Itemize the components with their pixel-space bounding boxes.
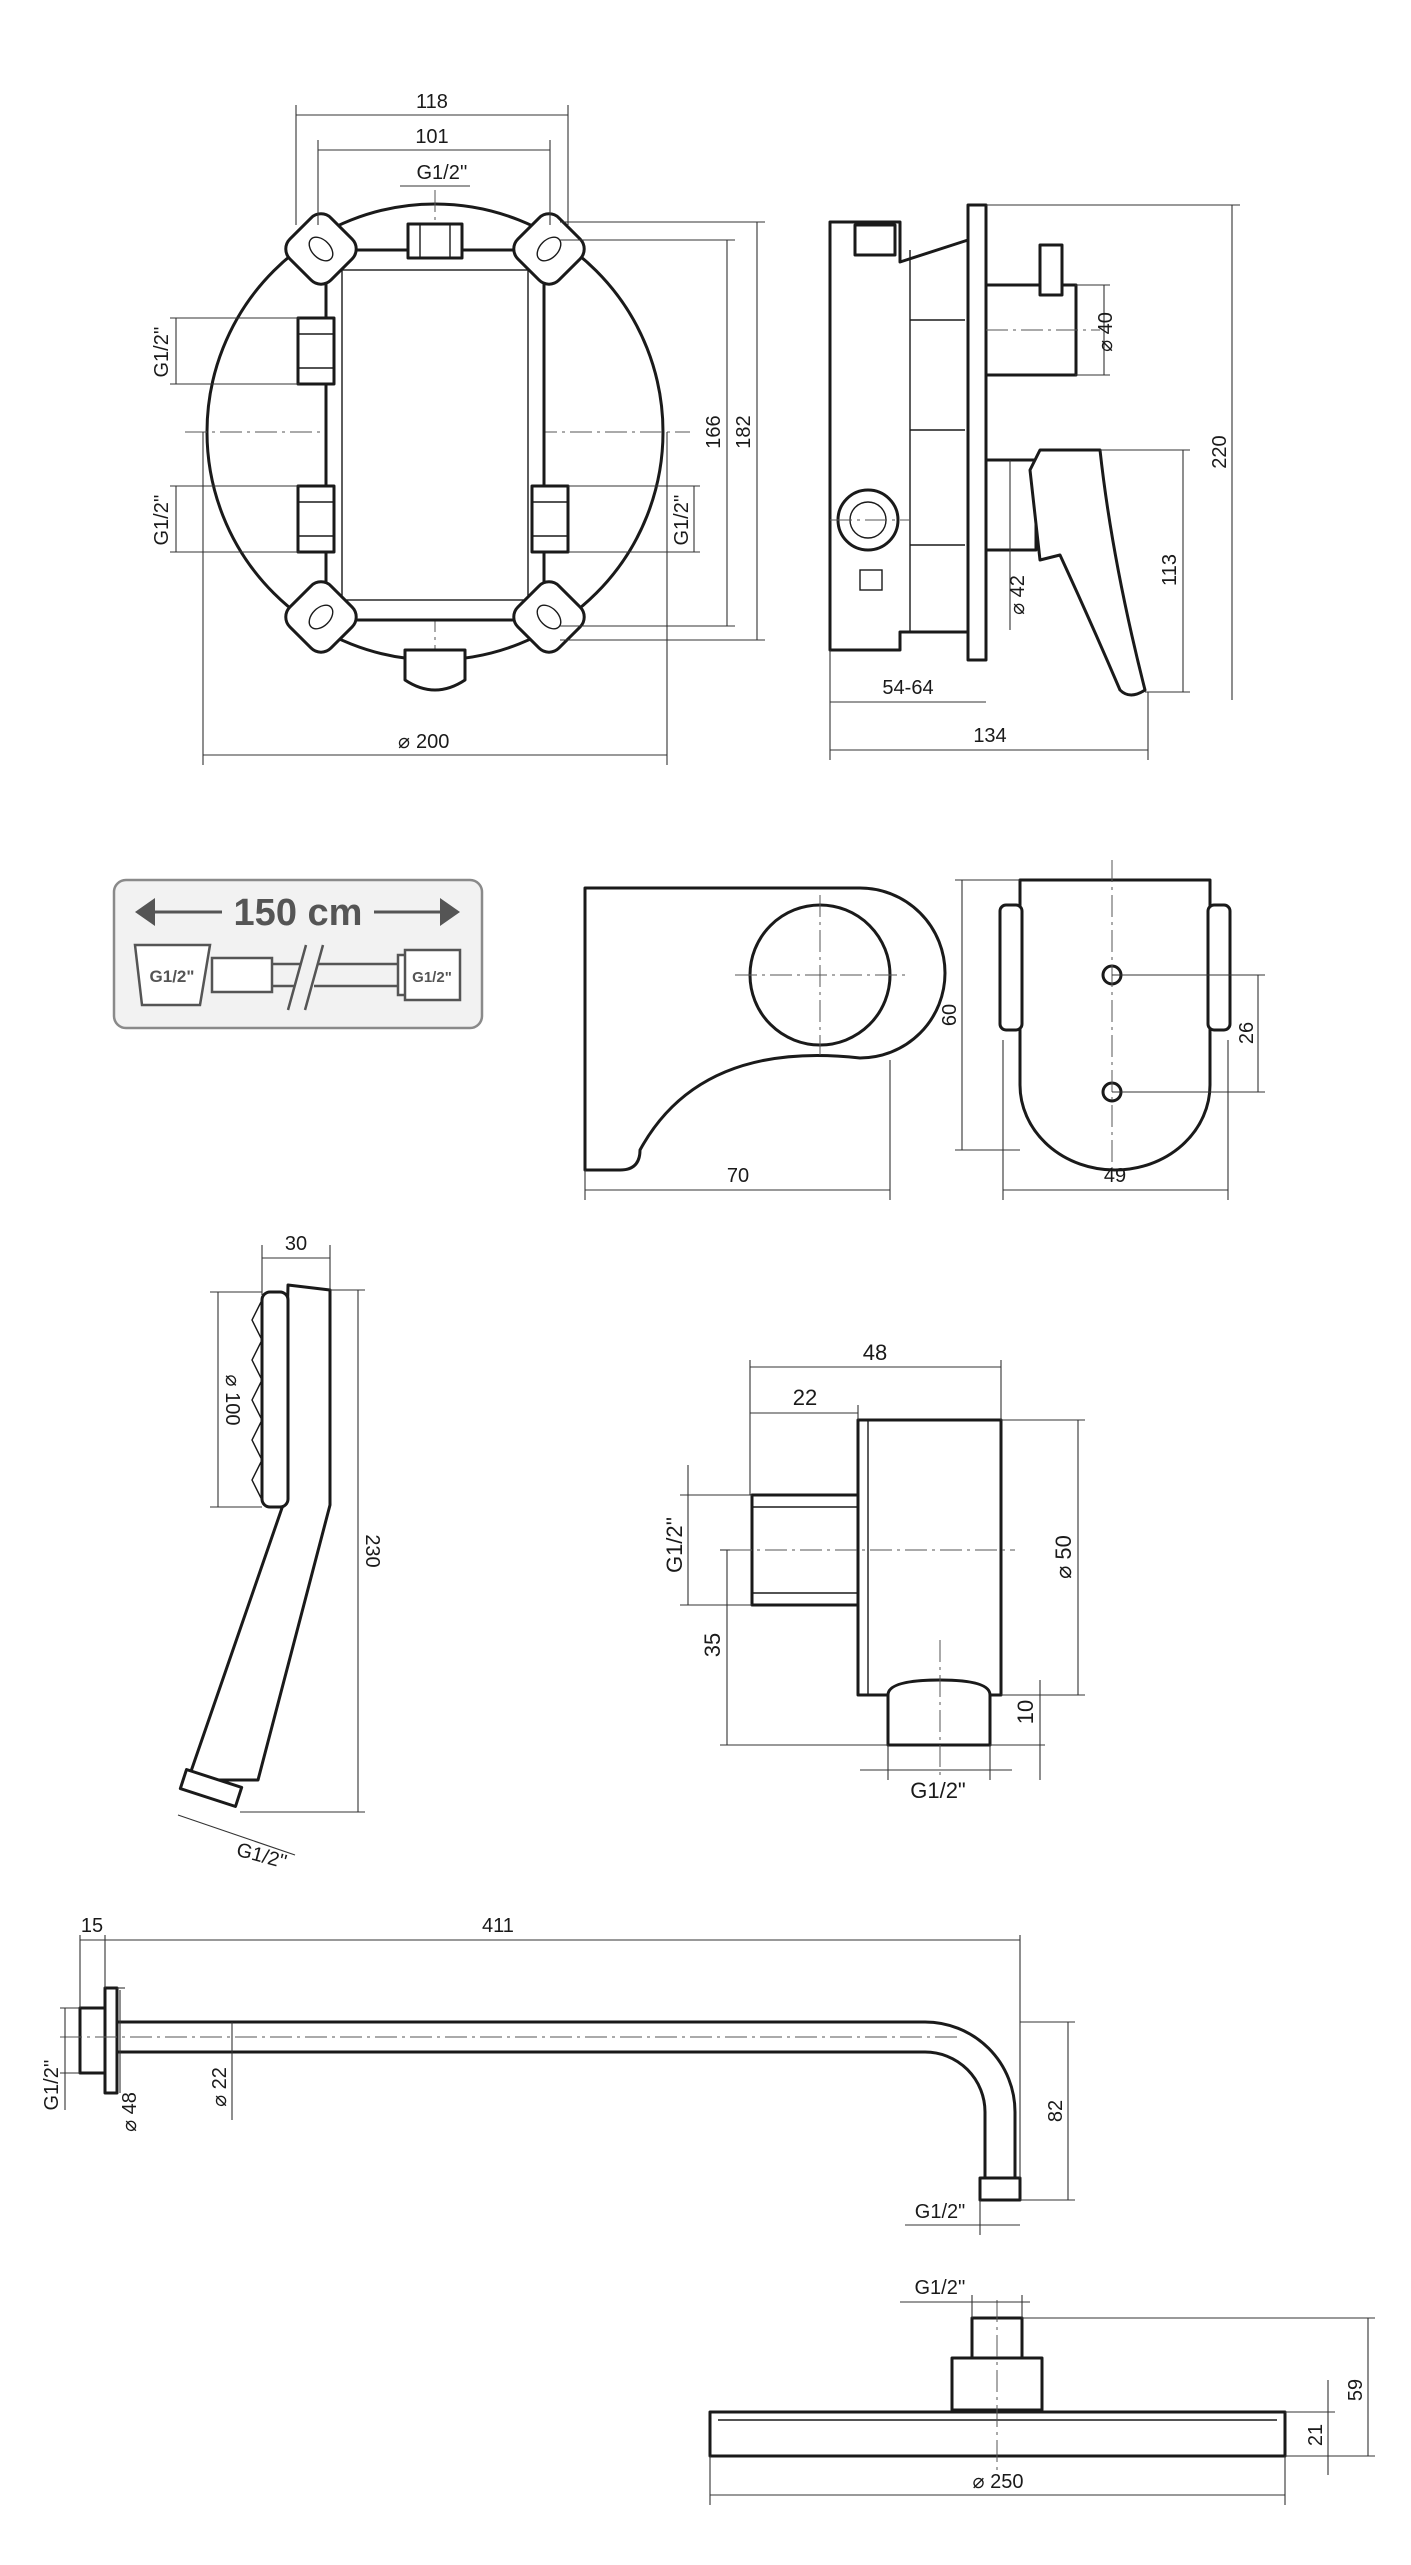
elbow-view: 48 22 G1/2'' ⌀ 50 35 10 G1/2" — [662, 1340, 1085, 1803]
dim-d42-value: 42 — [1007, 575, 1029, 597]
dim-166: 166 — [703, 415, 725, 448]
dim-230: 230 — [361, 1534, 383, 1567]
hand-shower-view: 30 ⌀ 100 230 G1/2'' — [177, 1233, 383, 1873]
dim-d40: ⌀ 40 — [1095, 312, 1117, 352]
dim-d48-value: 48 — [119, 2092, 141, 2114]
dim-d100: ⌀ 100 — [221, 1375, 243, 1426]
hose-length: 150 cm — [234, 892, 363, 934]
dim-134: 134 — [973, 725, 1006, 747]
left-port-lower — [296, 484, 336, 554]
mounting-lugs — [284, 212, 586, 654]
shower-head-view: G1/2'' 59 21 ⌀ 250 — [708, 2277, 1375, 2505]
dim-82: 82 — [1045, 2100, 1067, 2122]
dim-d250: ⌀ 250 — [973, 2471, 1024, 2493]
left-port-upper — [296, 316, 336, 386]
elbow-outlet — [886, 1678, 992, 1747]
hand-shower-face — [260, 1290, 290, 1509]
hose-panel-frame — [112, 878, 484, 1030]
dim-30: 30 — [285, 1233, 307, 1255]
dim-d100-value: 100 — [221, 1392, 243, 1425]
dim-21: 21 — [1305, 2424, 1327, 2446]
dim-15: 15 — [81, 1915, 103, 1937]
valve-body-frame — [324, 248, 546, 622]
dim-101: 101 — [415, 126, 448, 148]
dim-d250-value: 250 — [990, 2471, 1023, 2493]
mixer-lever — [1028, 448, 1147, 697]
dim-head-port: G1/2'' — [915, 2277, 966, 2299]
dim-diameter-symbol: ⌀ — [398, 731, 410, 753]
dim-top-port: G1/2'' — [417, 162, 468, 184]
dim-d48: ⌀ 48 — [119, 2092, 141, 2132]
arm-thread — [78, 2006, 107, 2075]
dim-411: 411 — [482, 1915, 514, 1937]
dim-hand-port: G1/2'' — [234, 1839, 289, 1873]
dim-d50: ⌀ 50 — [1051, 1535, 1076, 1579]
hand-shower-body — [186, 1283, 332, 1782]
dim-35: 35 — [700, 1633, 725, 1657]
dim-220: 220 — [1209, 435, 1231, 468]
top-port — [406, 222, 464, 260]
hose-end-left — [133, 943, 212, 1007]
dim-22: 22 — [793, 1385, 817, 1410]
holder-front-view: 60 26 49 — [939, 860, 1265, 1200]
valve-box — [828, 220, 970, 652]
dim-59: 59 — [1345, 2379, 1367, 2401]
arm-outlet-thread — [978, 2176, 1022, 2202]
dim-113: 113 — [1159, 554, 1181, 586]
dim-d22-value: 22 — [209, 2067, 231, 2089]
dim-d42: ⌀ 42 — [1007, 575, 1029, 615]
hose-panel: 150 cm G1/2" G1/2" — [112, 878, 484, 1030]
dim-26: 26 — [1236, 1022, 1258, 1044]
hose-end-right — [403, 948, 462, 1002]
right-port — [530, 484, 570, 554]
dim-118: 118 — [416, 91, 448, 113]
dim-left-port-lower: G1/2'' — [151, 495, 173, 546]
dim-right-port: G1/2'' — [671, 495, 693, 546]
dim-elbow-port-top: G1/2'' — [662, 1517, 687, 1573]
dim-200: 200 — [416, 731, 449, 753]
cover-plate — [966, 203, 988, 662]
dim-d50-value: 50 — [1051, 1535, 1076, 1559]
dim-10: 10 — [1013, 1700, 1038, 1724]
dim-elbow-port-bottom: G1/2" — [910, 1778, 966, 1803]
dim-182: 182 — [733, 415, 755, 448]
dim-49: 49 — [1104, 1165, 1126, 1187]
holder-body-front — [1018, 878, 1212, 1172]
dim-48: 48 — [863, 1340, 887, 1365]
bottom-outlet — [403, 648, 467, 692]
dim-60: 60 — [939, 1004, 961, 1026]
dim-70: 70 — [727, 1165, 749, 1187]
dim-arm-port-left: G1/2'' — [41, 2060, 63, 2111]
hand-shower-thread — [178, 1768, 244, 1808]
dim-d40-value: 40 — [1095, 312, 1117, 334]
dim-arm-port-right: G1/2" — [915, 2201, 965, 2223]
valve-side-view: ⌀ 40 ⌀ 42 113 220 54-64 134 — [828, 203, 1240, 760]
elbow-body — [856, 1418, 1003, 1697]
hose-end-right-label: G1/2" — [412, 969, 452, 986]
shower-arm-view: 15 411 G1/2'' ⌀ 48 ⌀ 22 82 G1/2" — [41, 1915, 1075, 2235]
holder-side-view: 70 — [583, 886, 947, 1200]
hose-end-left-label: G1/2" — [150, 967, 195, 986]
dim-d22: ⌀ 22 — [209, 2067, 231, 2107]
arm-tube — [115, 2020, 1017, 2180]
dim-54-64: 54-64 — [882, 677, 933, 699]
dim-left-port-upper: G1/2'' — [151, 327, 173, 378]
valve-front-view: 118 101 G1/2'' G1/2'' G1/2'' G1/2'' 166 … — [151, 91, 765, 765]
arm-flange — [103, 1986, 119, 2095]
